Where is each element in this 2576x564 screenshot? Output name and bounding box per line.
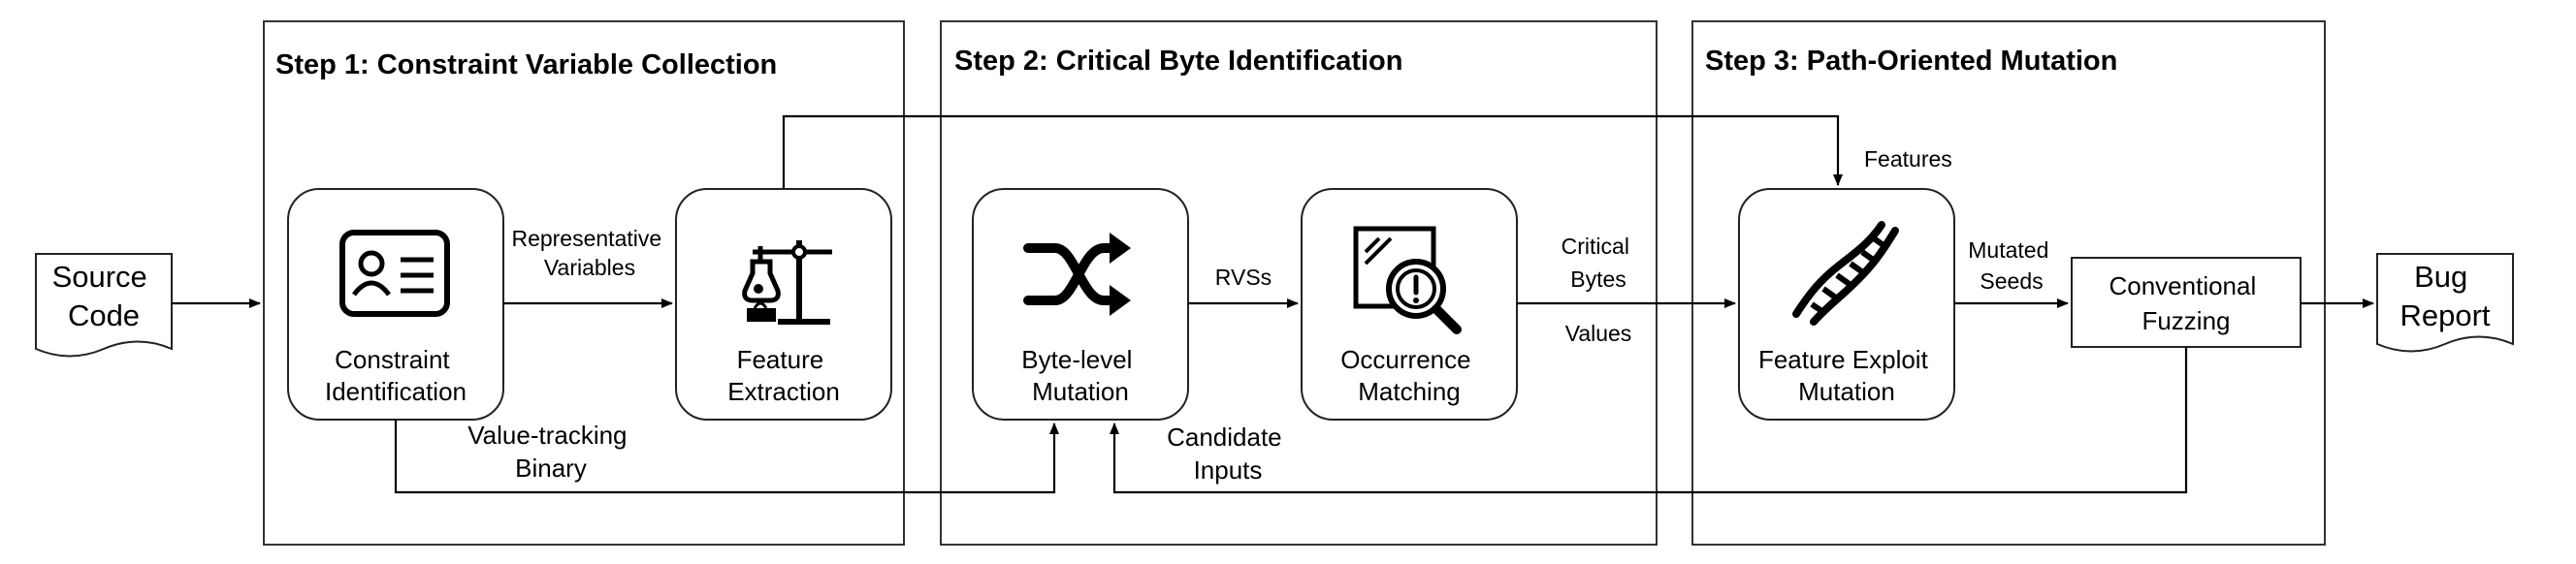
value-tracking-binary-arrow: [394, 420, 1059, 494]
magnifier-alert-icon: [1353, 226, 1462, 334]
critical-bytes-label: Critical Bytes: [1562, 234, 1636, 292]
bug-report-label: Bug Report: [2399, 260, 2490, 332]
feature-extraction-label: Feature Extraction: [727, 345, 840, 406]
feature-exploit-mutation-label: Feature Exploit Mutation: [1758, 345, 1935, 406]
representative-variables-label: Representative Variables: [511, 226, 667, 280]
id-card-icon: [339, 230, 450, 317]
step1-title: Step 1: Constraint Variable Collection: [275, 49, 777, 80]
rvss-label: RVSs: [1215, 265, 1272, 290]
lab-flask-icon: [742, 240, 832, 325]
values-label: Values: [1565, 321, 1632, 346]
mutated-seeds-label: Mutated Seeds: [1968, 237, 2055, 294]
step1-frame: [263, 20, 905, 546]
value-tracking-binary-label: Value-tracking Binary: [467, 421, 634, 483]
candidate-inputs-arrow: [1110, 347, 2188, 494]
step2-title: Step 2: Critical Byte Identification: [954, 46, 1402, 77]
constraint-identification-label: Constraint Identification: [325, 345, 467, 406]
conventional-fuzzing-node: [2071, 257, 2302, 348]
step3-title: Step 3: Path-Oriented Mutation: [1705, 46, 2117, 77]
source-code-label: Source Code: [52, 260, 156, 332]
candidate-inputs-label: Candidate Inputs: [1167, 423, 1289, 485]
step3-frame: [1691, 20, 2326, 546]
features-label: Features: [1864, 146, 1952, 172]
byte-level-mutation-label: Byte-level Mutation: [1021, 345, 1139, 406]
occurrence-matching-label: Occurrence Matching: [1340, 345, 1478, 406]
bug-report-doc: [2376, 253, 2514, 353]
features-arrow: [782, 114, 1843, 189]
source-code-doc: [35, 253, 173, 358]
conventional-fuzzing-label: Conventional Fuzzing: [2109, 271, 2263, 335]
step2-frame: [940, 20, 1658, 546]
shuffle-icon: [1023, 233, 1131, 316]
dna-icon: [1792, 221, 1899, 326]
